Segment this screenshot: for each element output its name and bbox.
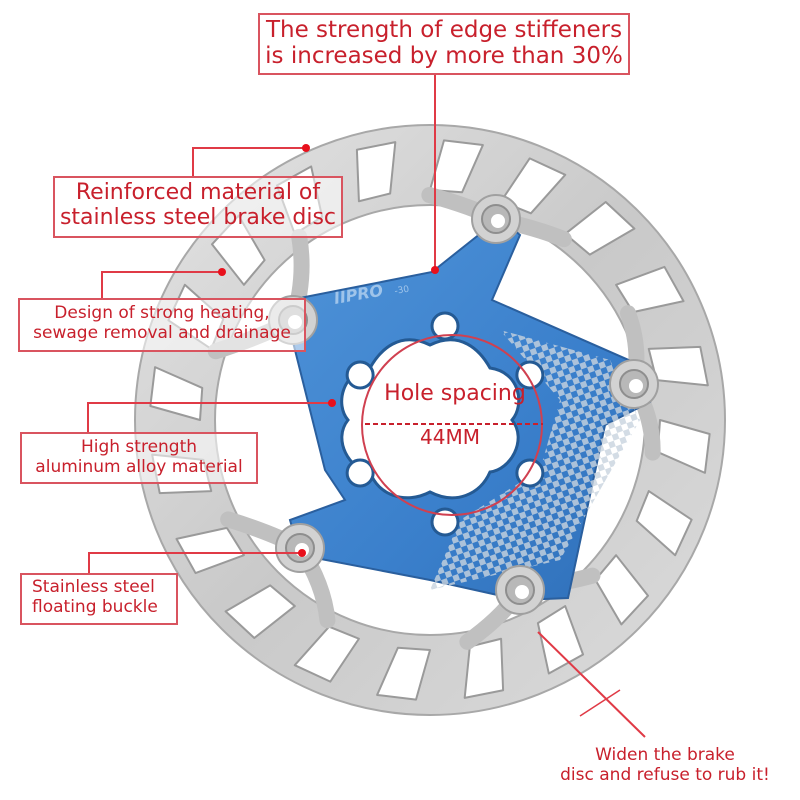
cooling-slot (376, 646, 431, 701)
hole-spacing-value: 44MM (420, 425, 480, 449)
callout-aluminum-alloy: High strength aluminum alloy material (20, 432, 258, 484)
cooling-slot (615, 265, 685, 314)
cooling-slot (463, 637, 505, 699)
leader-buckle (88, 552, 302, 573)
callout-line: stainless steel brake disc (59, 205, 337, 231)
label-line: disc and refuse to rub it! (560, 765, 770, 786)
callout-line: Stainless steel (32, 577, 155, 597)
label-line: Widen the brake (595, 745, 735, 765)
cooling-slot (500, 157, 567, 215)
bolt-hole (430, 311, 460, 341)
label-widen-disc: Widen the brake disc and refuse to rub i… (520, 745, 800, 786)
callout-line: sewage removal and drainage (33, 322, 291, 343)
leader-dots (218, 144, 439, 557)
hole-spacing-indicator (361, 334, 543, 516)
leader-aluminum (87, 402, 330, 432)
cooling-slot (536, 605, 585, 675)
cooling-slot (429, 139, 484, 194)
callout-reinforced-material: Reinforced material of stainless steel b… (53, 176, 343, 238)
rivet-hole (515, 585, 529, 599)
cooling-slot (594, 554, 650, 626)
cooling-slot (149, 366, 204, 421)
rivet-hole (491, 214, 505, 228)
callout-line: aluminum alloy material (35, 456, 243, 477)
cooling-slot (564, 200, 636, 256)
callout-line: floating buckle (32, 596, 158, 617)
callout-heating-design: Design of strong heating, sewage removal… (18, 298, 306, 352)
cooling-slot (224, 584, 296, 640)
cooling-slot (293, 625, 360, 683)
leader-reinforced (192, 147, 306, 176)
hole-spacing-label: Hole spacing (384, 381, 526, 406)
leader-lines (87, 75, 646, 738)
rivet-hole (629, 379, 643, 393)
cooling-slot (355, 141, 397, 203)
callout-edge-stiffeners: The strength of edge stiffeners is incre… (258, 13, 630, 75)
leader-widen (537, 631, 646, 738)
rotor-cutouts (149, 139, 711, 701)
callout-line: Reinforced material of (75, 180, 321, 205)
bolt-hole (345, 458, 375, 488)
cooling-slot (175, 526, 245, 575)
cooling-slot (635, 490, 693, 557)
callout-line: The strength of edge stiffeners (265, 17, 623, 43)
width-marker (579, 689, 621, 717)
callout-floating-buckle: Stainless steel floating buckle (20, 573, 178, 625)
callout-line: Design of strong heating, (54, 303, 270, 323)
bolt-hole (515, 360, 545, 390)
leader-heating (101, 271, 220, 298)
callout-line: High strength (80, 437, 198, 457)
callout-line: is increased by more than 30% (265, 43, 623, 70)
brand-suffix: -30 (394, 285, 410, 297)
bolt-hole (345, 360, 375, 390)
